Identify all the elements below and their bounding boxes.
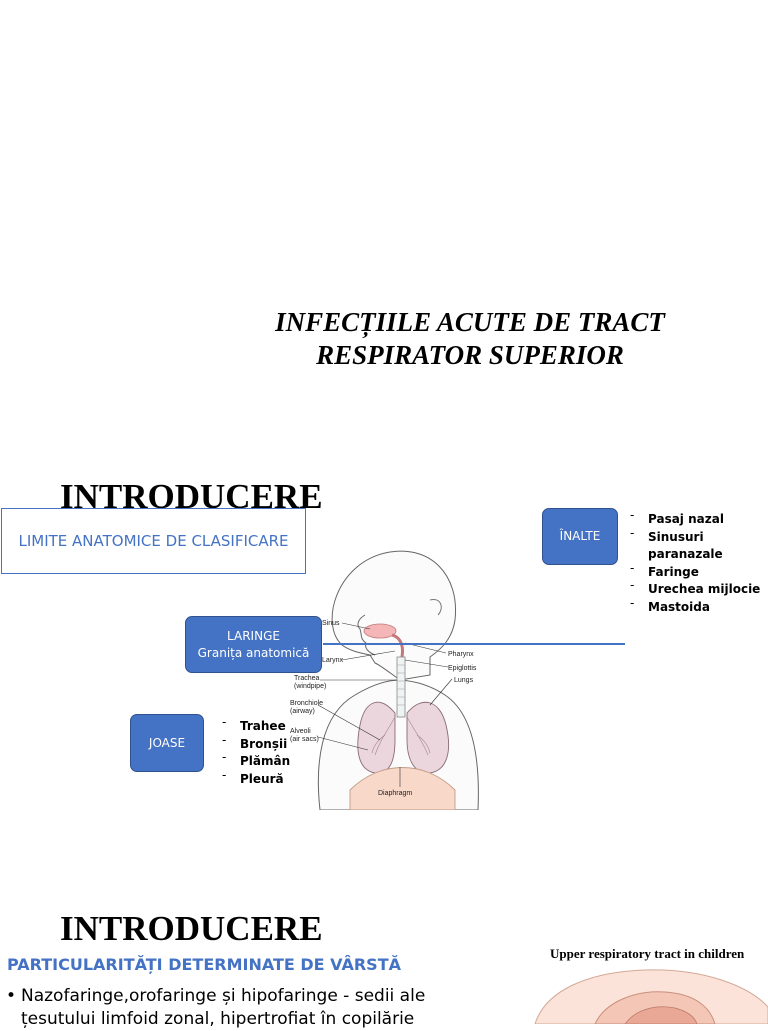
larynx-boundary-box: LARINGE Granița anatomică bbox=[185, 616, 322, 673]
label-bronchiole: Bronchiole bbox=[290, 700, 323, 707]
bullet-text: Nazofaringe,orofaringe și hipofaringe - … bbox=[21, 986, 426, 1029]
label-alveoli-sub: (air sacs) bbox=[290, 736, 319, 743]
list-item: Plămân bbox=[222, 749, 290, 771]
list-item: Pasaj nazal bbox=[630, 507, 768, 529]
list-item: Faringe bbox=[630, 560, 768, 582]
list-item: Bronșii bbox=[222, 732, 290, 754]
slide3-heading: INTRODUCERE bbox=[60, 909, 323, 948]
label-trachea: Trachea bbox=[294, 675, 320, 682]
list-item: Mastoida bbox=[630, 595, 768, 617]
lower-tract-list: Trahee Bronșii Plămân Pleură bbox=[222, 714, 290, 789]
label-diaphragm: Diaphragm bbox=[378, 790, 412, 797]
label-pharynx: Pharynx bbox=[448, 651, 474, 658]
lower-tract-box: JOASE bbox=[130, 714, 204, 772]
figure-title: Upper respiratory tract in children bbox=[550, 946, 745, 961]
label-trachea-sub: (windpipe) bbox=[294, 683, 326, 690]
larynx-sublabel: Granița anatomică bbox=[197, 645, 310, 660]
upper-airway-illustration bbox=[534, 969, 768, 1024]
bullet-dot: • bbox=[6, 986, 17, 1006]
list-item: Urechea mijlocie bbox=[630, 577, 768, 599]
bullet-item: • Nazofaringe,orofaringe și hipofaringe … bbox=[6, 985, 456, 1031]
larynx-label: LARINGE bbox=[227, 628, 280, 643]
limits-box: LIMITE ANATOMICE DE CLASIFICARE bbox=[1, 508, 306, 574]
label-sinus: Sinus bbox=[322, 620, 340, 627]
list-item: Sinusuri paranazale bbox=[630, 525, 768, 564]
upper-tract-list: Pasaj nazal Sinusuri paranazale Faringe … bbox=[630, 507, 768, 617]
label-epiglottis: Epiglottis bbox=[448, 665, 477, 672]
label-larynx: Larynx bbox=[322, 657, 344, 664]
presentation-title: INFECȚIILE ACUTE DE TRACT RESPIRATOR SUP… bbox=[190, 306, 750, 372]
upper-lower-boundary-line bbox=[323, 643, 625, 645]
label-alveoli: Alveoli bbox=[290, 728, 311, 735]
label-bronchiole-sub: (airway) bbox=[290, 708, 315, 715]
title-line-2: RESPIRATOR SUPERIOR bbox=[316, 340, 624, 370]
upper-tract-label: ÎNALTE bbox=[559, 529, 601, 543]
list-item: Pleură bbox=[222, 767, 290, 789]
lower-tract-label: JOASE bbox=[148, 735, 186, 750]
limits-label: LIMITE ANATOMICE DE CLASIFICARE bbox=[18, 532, 289, 550]
slide3-subtitle: PARTICULARITĂȚI DETERMINATE DE VÂRSTĂ bbox=[7, 955, 401, 974]
list-item: Trahee bbox=[222, 714, 290, 736]
respiratory-anatomy-illustration: Sinus Larynx Trachea (windpipe) Bronchio… bbox=[290, 550, 479, 810]
upper-tract-box: ÎNALTE bbox=[542, 508, 618, 565]
title-line-1: INFECȚIILE ACUTE DE TRACT bbox=[275, 307, 665, 337]
label-lungs: Lungs bbox=[454, 677, 474, 684]
